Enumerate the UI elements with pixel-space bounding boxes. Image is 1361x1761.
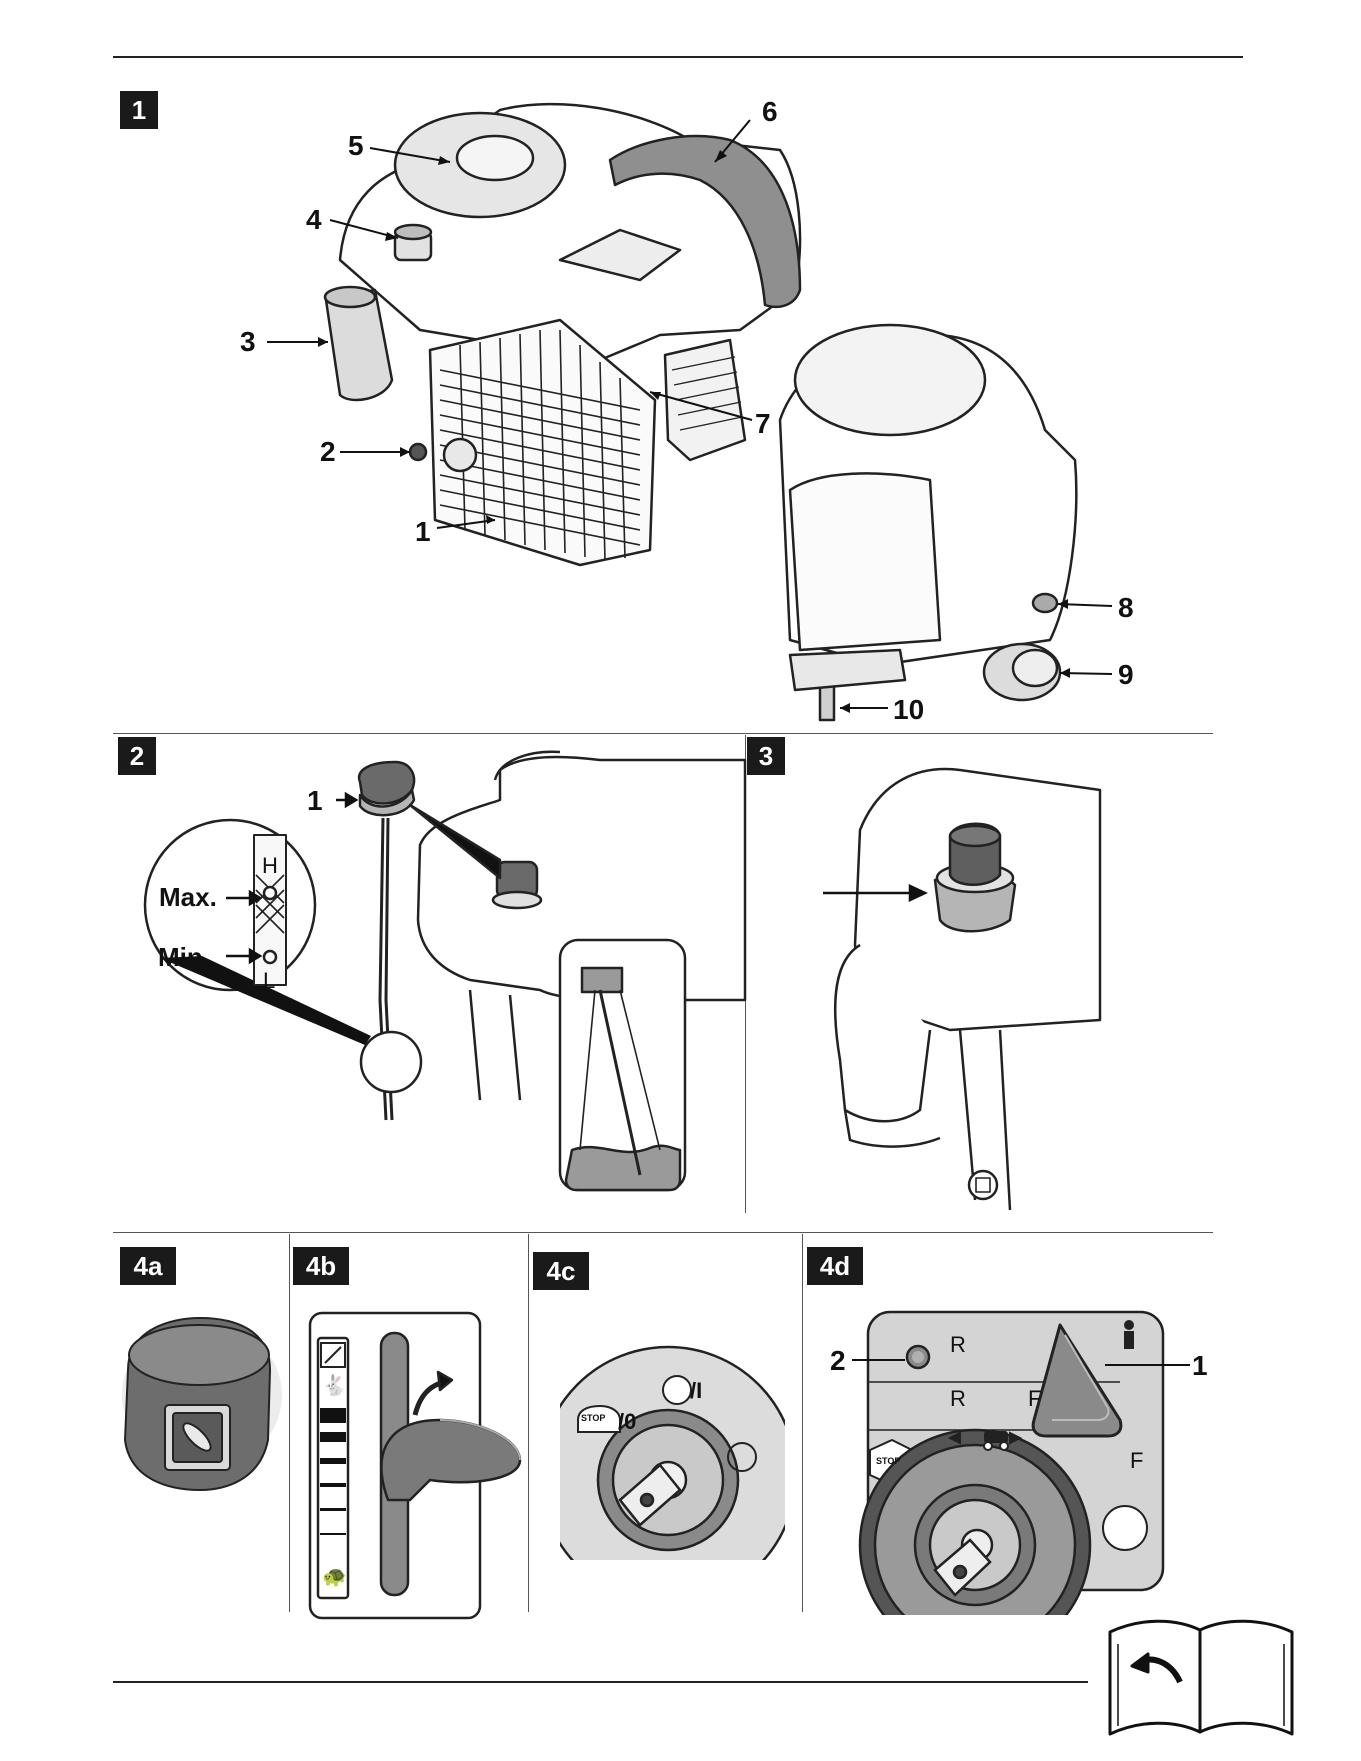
book-arrow-icon <box>0 0 1361 1761</box>
